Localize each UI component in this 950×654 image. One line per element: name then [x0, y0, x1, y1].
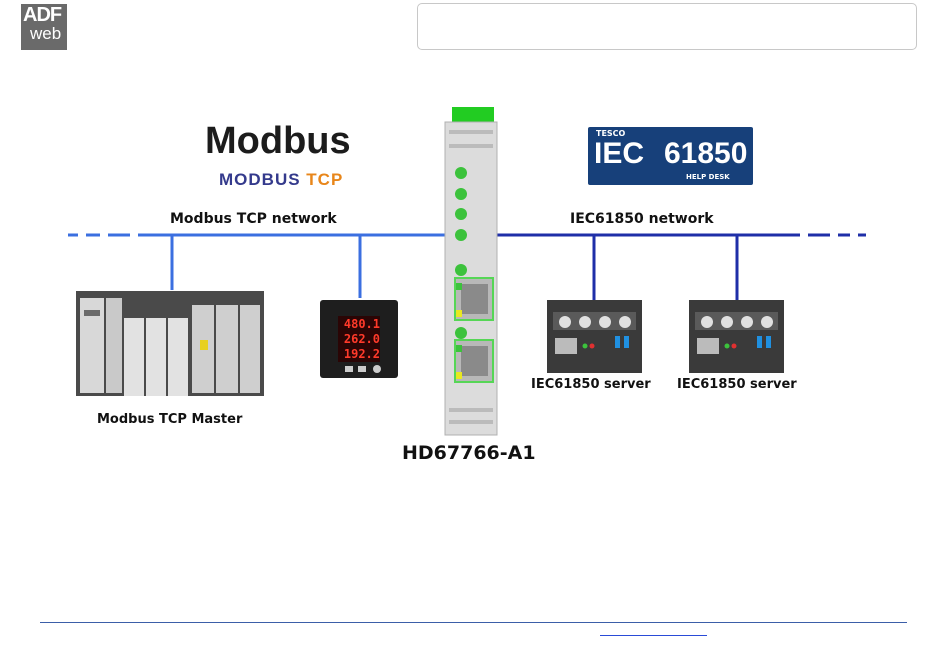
modbus-tcp-logo: MODBUS TCP	[219, 170, 343, 190]
modbus-network-line	[68, 235, 445, 298]
iec61850-logo: TESCO IEC 61850 HELP DESK	[588, 127, 753, 185]
iec-number-text: 61850	[664, 137, 747, 171]
led-5	[455, 264, 467, 276]
led-2	[455, 188, 467, 200]
iec-server-caption-2: IEC61850 server	[677, 377, 797, 392]
gateway-device	[445, 107, 497, 435]
iec-server-image-1	[547, 300, 642, 373]
meter-reading-1: 480.1	[340, 317, 380, 332]
iec61850-network-line	[497, 235, 866, 300]
modbus-logo-title: Modbus	[205, 120, 351, 163]
iec-text: IEC	[594, 137, 644, 171]
ethernet-port-1	[455, 278, 493, 320]
meter-reading-2: 262.0	[340, 332, 380, 347]
terminal-connector	[452, 107, 494, 124]
iec61850-network-label: IEC61850 network	[570, 211, 714, 227]
led-3	[455, 208, 467, 220]
meter-display: 480.1 262.0 192.2	[340, 317, 380, 362]
footer-divider	[40, 622, 907, 623]
iec-server-caption-1: IEC61850 server	[531, 377, 651, 392]
meter-reading-3: 192.2	[340, 347, 380, 362]
plc-rack-image	[76, 291, 264, 396]
led-6	[455, 327, 467, 339]
modbus-logo-word: MODBUS	[219, 170, 301, 189]
help-desk-text: HELP DESK	[686, 173, 730, 181]
iec-server-image-2	[689, 300, 784, 373]
ethernet-port-2	[455, 340, 493, 382]
modbus-master-caption: Modbus TCP Master	[97, 412, 242, 427]
device-name-label: HD67766-A1	[402, 442, 536, 464]
footer-link-underline[interactable]	[600, 635, 707, 636]
modbus-network-label: Modbus TCP network	[170, 211, 337, 227]
led-4	[455, 229, 467, 241]
tcp-logo-word: TCP	[306, 170, 343, 189]
led-1	[455, 167, 467, 179]
